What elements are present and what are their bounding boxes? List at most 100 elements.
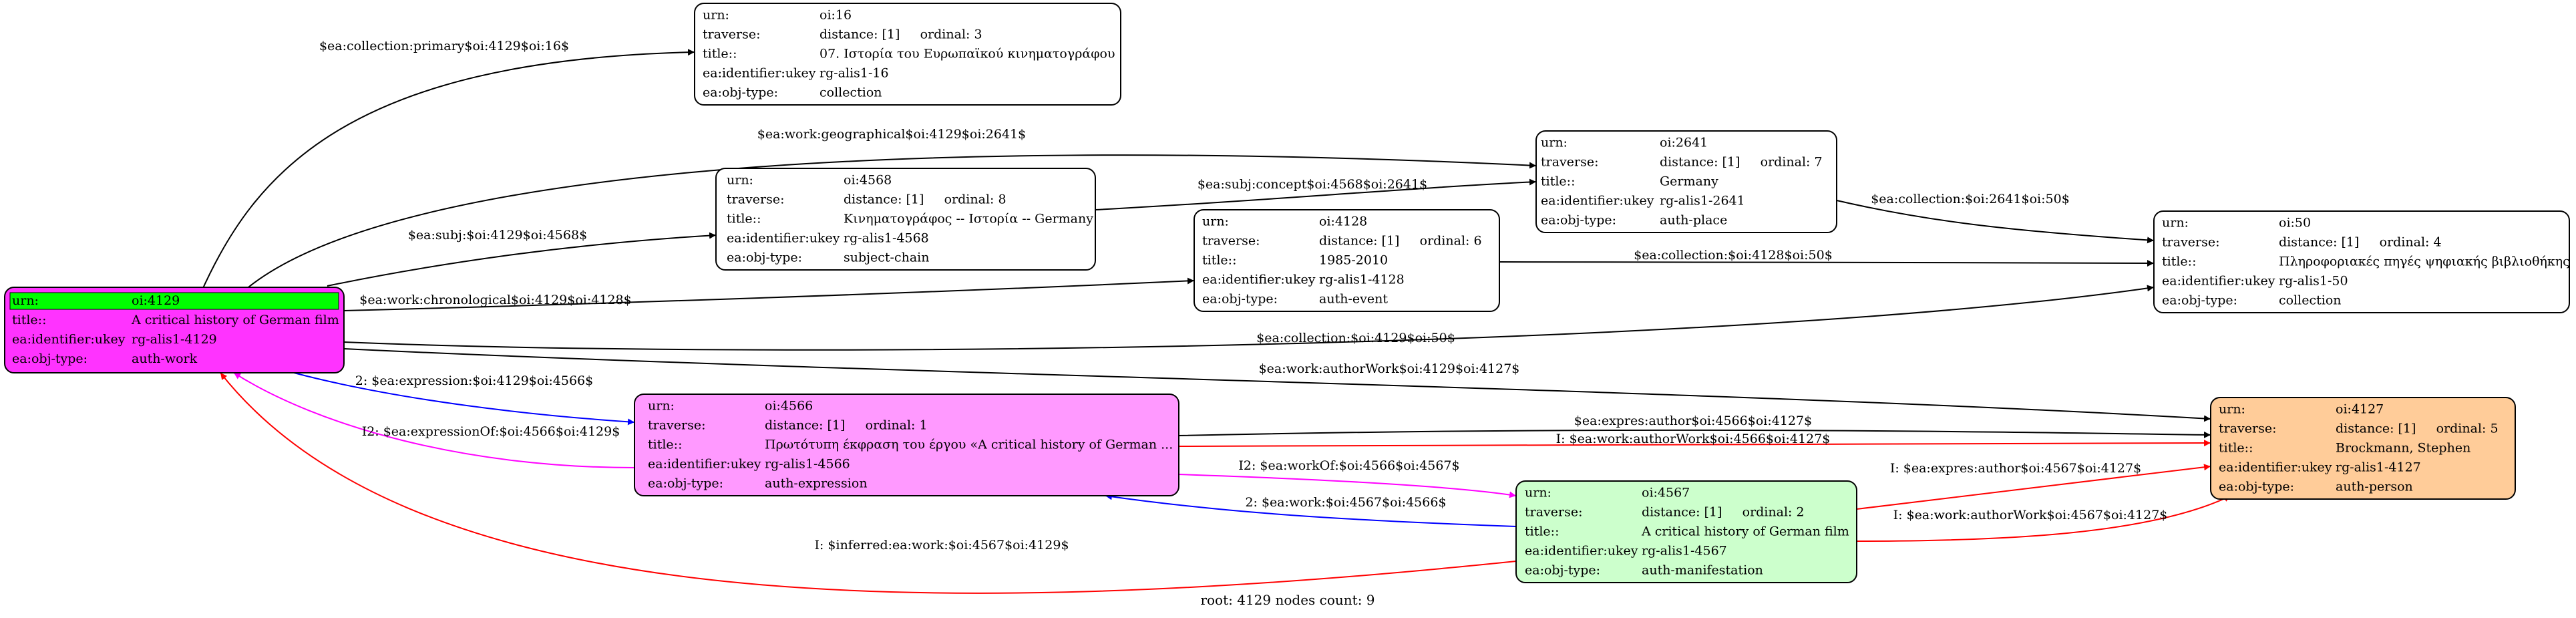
node-field-value: oi:4567 xyxy=(1642,486,1690,500)
node-field-value: rg-alis1-4568 xyxy=(844,231,929,246)
node-oi4567[interactable]: urn: oi:4567 traverse: distance: [1] ordina… xyxy=(1515,480,1857,583)
node-field-key: traverse: xyxy=(1525,505,1583,520)
node-field-value: rg-alis1-16 xyxy=(819,66,889,81)
node-box xyxy=(694,3,1121,106)
node-field-value: rg-alis1-50 xyxy=(2279,274,2348,289)
node-field-value: distance: [1] ordinal: 2 xyxy=(1642,505,1805,520)
edge-label: $ea:collection:primary$oi:4129$oi:16$ xyxy=(319,39,569,53)
node-field-value: distance: [1] ordinal: 1 xyxy=(765,418,928,433)
node-field-key: ea:obj-type: xyxy=(648,476,723,491)
node-field-value: oi:4127 xyxy=(2336,402,2384,417)
edge-label: $ea:collection:$oi:4128$oi:50$ xyxy=(1634,248,1833,263)
node-field-key: traverse: xyxy=(727,192,785,207)
edge-expressionof: I2: $ea:expressionOf:$oi:4566$oi:4129$ xyxy=(233,372,635,468)
node-field-value: oi:4568 xyxy=(844,173,892,188)
node-field-value: rg-alis1-4129 xyxy=(132,332,217,347)
edge-work-chronological: $ea:work:chronological$oi:4129$oi:4128$ xyxy=(343,277,1195,311)
node-field-key: urn: xyxy=(703,8,729,23)
node-field-key: title:: xyxy=(1541,174,1575,189)
node-field-value: auth-work xyxy=(132,351,198,366)
node-field-value: distance: [1] ordinal: 5 xyxy=(2336,422,2499,436)
node-field-key: ea:obj-type: xyxy=(703,86,778,100)
edge-label: $ea:collection:$oi:2641$oi:50$ xyxy=(1871,192,2070,206)
node-field-key: ea:obj-type: xyxy=(1525,563,1600,578)
node-field-key: ea:obj-type: xyxy=(727,251,802,265)
node-field-key: ea:identifier:ukey xyxy=(703,66,816,81)
node-field-value: auth-place xyxy=(1660,213,1727,228)
node-field-value: A critical history of German film xyxy=(131,313,339,327)
edge-collection-4129-50: $ea:collection:$oi:4129$oi:50$ xyxy=(343,285,2155,351)
edge-expression: 2: $ea:expression:$oi:4129$oi:4566$ xyxy=(293,372,635,426)
node-field-key: urn: xyxy=(648,399,675,414)
edge-work-4567: 2: $ea:work:$oi:4567$oi:4566$ xyxy=(1105,493,1517,527)
node-field-key: title:: xyxy=(703,47,737,61)
node-box xyxy=(2153,210,2570,313)
node-field-key: ea:obj-type: xyxy=(12,351,87,366)
node-field-key: traverse: xyxy=(1541,155,1599,170)
node-field-key: title:: xyxy=(648,438,682,452)
node-field-key: title:: xyxy=(12,313,46,327)
node-field-value: auth-person xyxy=(2336,480,2413,494)
node-oi4128[interactable]: urn: oi:4128 traverse: distance: [1] ordina… xyxy=(1193,209,1500,312)
node-field-value: distance: [1] ordinal: 8 xyxy=(844,192,1006,207)
node-field-key: urn: xyxy=(1541,136,1568,150)
node-field-value: distance: [1] ordinal: 3 xyxy=(819,27,982,42)
edge-expres-author-4567: I: $ea:expres:author$oi:4567$oi:4127$ xyxy=(1856,461,2211,510)
node-box xyxy=(715,168,1096,271)
node-field-key: traverse: xyxy=(703,27,761,42)
footer-summary: root: 4129 nodes count: 9 xyxy=(1200,592,1374,608)
node-field-key: ea:identifier:ukey xyxy=(648,457,761,472)
node-field-key: title:: xyxy=(2219,441,2253,456)
node-field-value: rg-alis1-2641 xyxy=(1660,194,1745,208)
node-field-value: A critical history of German film xyxy=(1641,524,1849,539)
node-box xyxy=(1535,130,1837,233)
edge-subj-concept: $ea:subj:concept$oi:4568$oi:2641$ xyxy=(1095,177,1537,210)
node-field-value: distance: [1] ordinal: 4 xyxy=(2279,235,2442,250)
node-box xyxy=(2210,397,2516,500)
edge-label: $ea:collection:$oi:4129$oi:50$ xyxy=(1256,331,1455,345)
node-field-value: oi:4128 xyxy=(1319,214,1367,229)
edge-work-authorwork-4566: I: $ea:work:authorWork$oi:4566$oi:4127$ xyxy=(1178,432,2211,447)
node-field-value: oi:50 xyxy=(2279,216,2311,230)
node-field-key: urn: xyxy=(1202,214,1229,229)
edge-work-authorwork-4129: $ea:work:authorWork$oi:4129$oi:4127$ xyxy=(343,348,2211,422)
edge-label: $ea:subj:$oi:4129$oi:4568$ xyxy=(408,228,587,243)
node-oi4568[interactable]: urn: oi:4568 traverse: distance: [1] ordina… xyxy=(715,168,1096,271)
node-field-value: distance: [1] ordinal: 6 xyxy=(1319,234,1482,249)
node-field-key: traverse: xyxy=(2162,235,2220,250)
node-field-key: ea:identifier:ukey xyxy=(1525,544,1638,559)
root-urn-highlight xyxy=(9,292,339,310)
node-field-key: urn: xyxy=(1525,486,1551,500)
node-field-value: auth-manifestation xyxy=(1642,563,1763,578)
edge-label: I2: $ea:expressionOf:$oi:4566$oi:4129$ xyxy=(362,424,620,439)
node-field-value: Germany xyxy=(1660,174,1718,189)
node-field-value: Κινηματογράφος -- Ιστορία -- Germany xyxy=(844,212,1093,226)
node-field-value: rg-alis1-4128 xyxy=(1319,273,1405,287)
edge-label: I2: $ea:workOf:$oi:4566$oi:4567$ xyxy=(1238,458,1459,473)
edge-label: $ea:subj:concept$oi:4568$oi:2641$ xyxy=(1198,177,1427,192)
node-field-value: 1985-2010 xyxy=(1319,253,1388,268)
node-field-key: ea:identifier:ukey xyxy=(1541,194,1654,208)
node-field-key: ea:identifier:ukey xyxy=(1202,273,1316,287)
edge-subj: $ea:subj:$oi:4129$oi:4568$ xyxy=(327,228,717,287)
node-field-value: collection xyxy=(819,86,882,100)
node-field-value: oi:4566 xyxy=(765,399,813,414)
node-field-key: urn: xyxy=(727,173,753,188)
edge-layer: $ea:collection:primary$oi:4129$oi:16$ $e… xyxy=(200,39,2231,594)
edge-inferred-work: I: $inferred:ea:work:$oi:4567$oi:4129$ xyxy=(220,372,1517,594)
node-field-key: title:: xyxy=(1525,524,1559,539)
node-field-key: traverse: xyxy=(2219,422,2277,436)
node-field-value: Πρωτότυπη έκφραση του έργου «A critical … xyxy=(765,438,1173,452)
node-field-value: oi:4129 xyxy=(132,293,180,308)
node-field-key: urn: xyxy=(12,293,39,308)
node-box xyxy=(634,394,1179,496)
node-field-key: ea:obj-type: xyxy=(1202,292,1278,307)
node-field-key: traverse: xyxy=(1202,234,1260,249)
